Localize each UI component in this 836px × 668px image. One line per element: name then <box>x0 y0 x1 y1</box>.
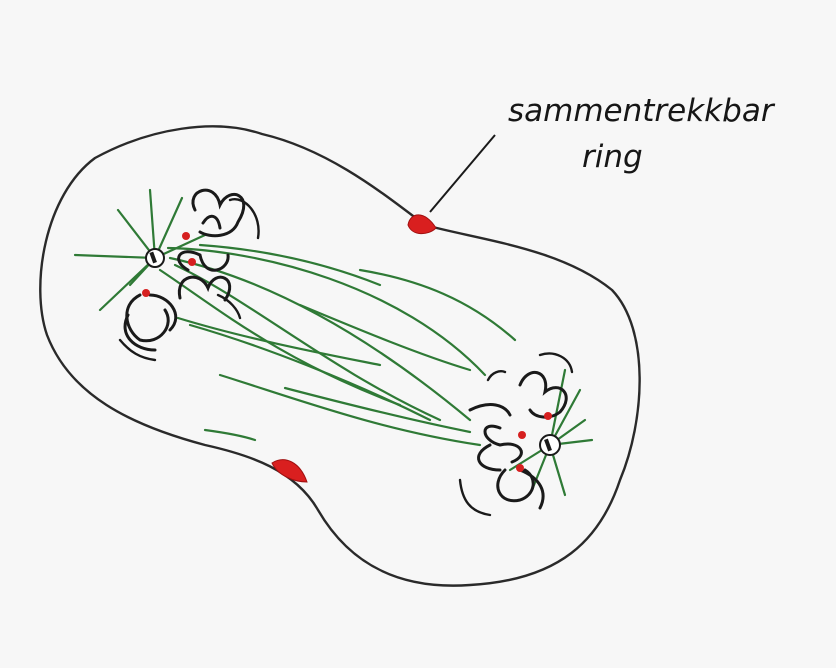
centrosome-icon <box>540 435 560 455</box>
contractile-ring-icon <box>272 460 307 482</box>
centrosome-icon <box>146 249 164 267</box>
label-line2: ring <box>582 142 643 173</box>
contractile-ring-icon <box>408 215 436 234</box>
label-line1: sammentrekkbar <box>508 96 774 127</box>
spindle-microtubules <box>75 190 592 495</box>
label-pointer-line <box>430 135 495 212</box>
centromere-marks <box>142 232 552 472</box>
